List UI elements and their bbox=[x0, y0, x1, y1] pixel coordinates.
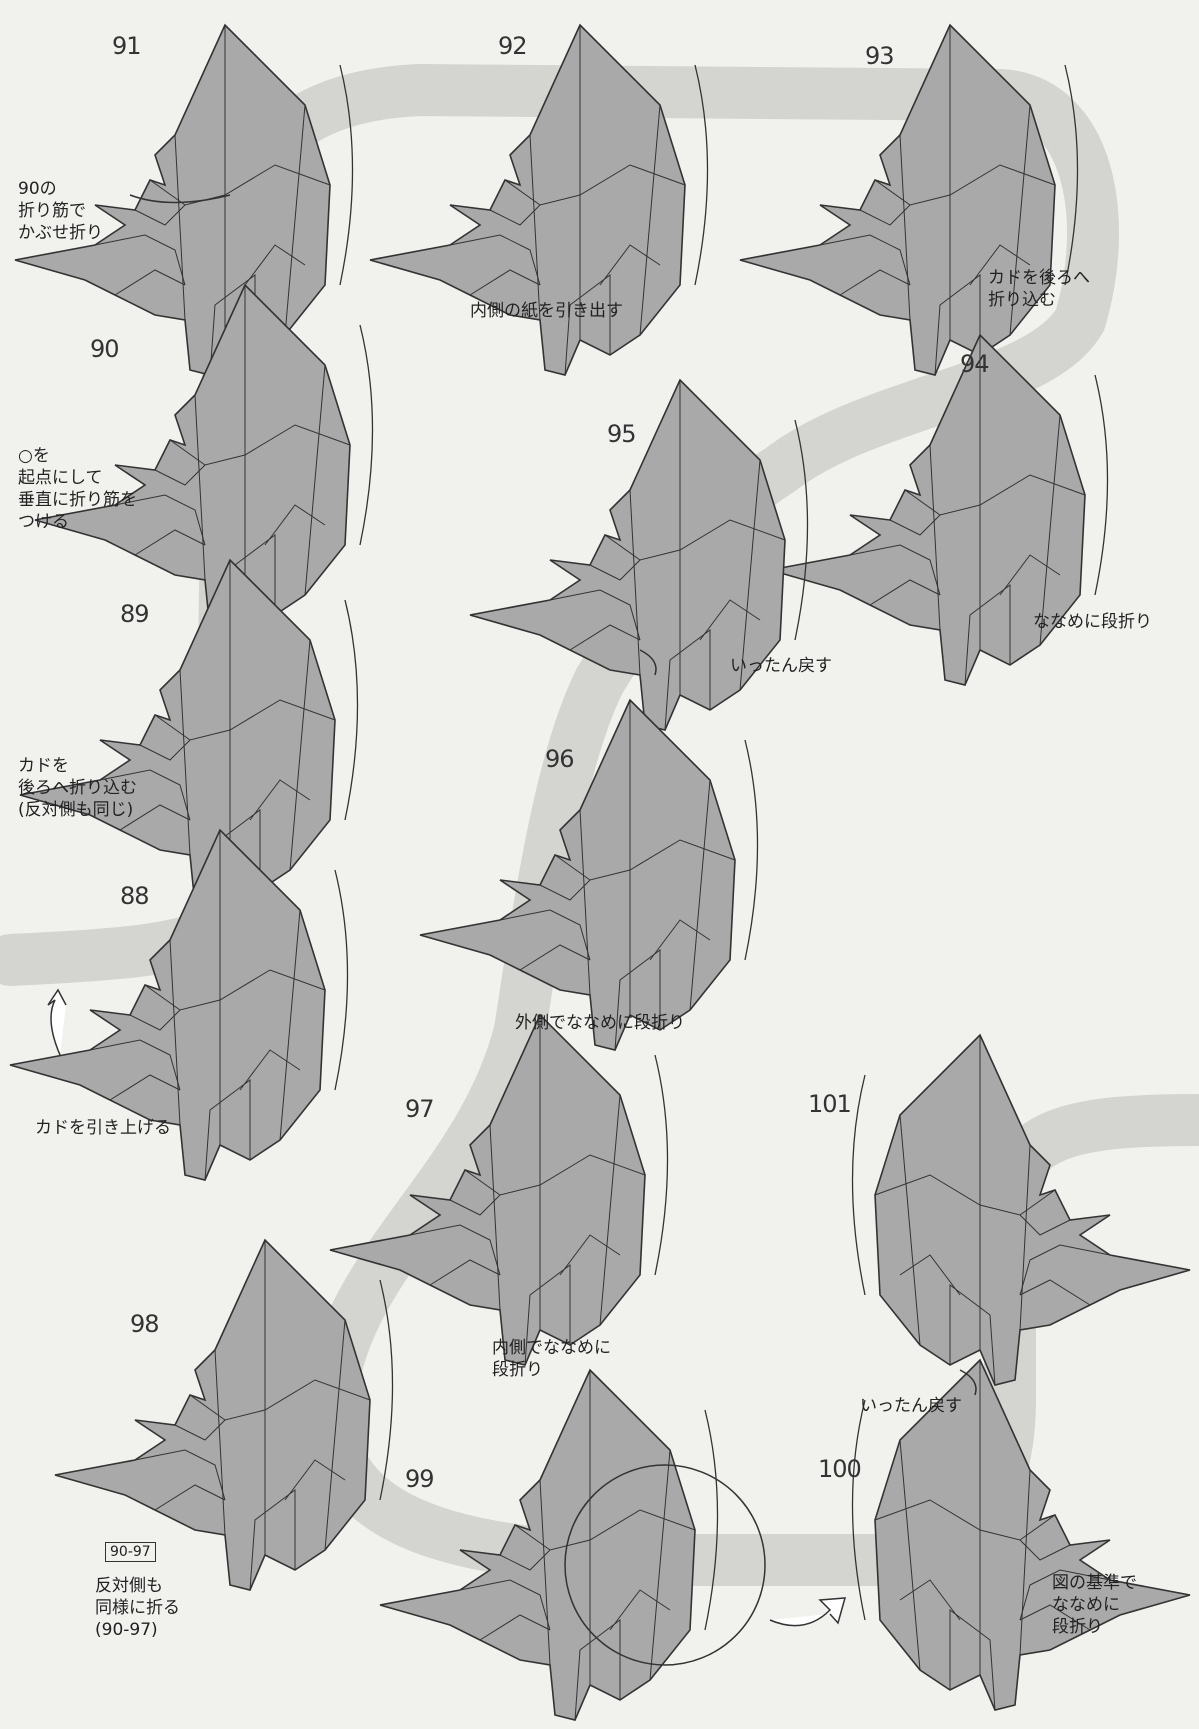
step-number: 88 bbox=[120, 882, 149, 910]
step-caption: 外側でななめに段折り bbox=[515, 1012, 685, 1034]
arrow-icon bbox=[48, 990, 66, 1055]
transition-arrow bbox=[770, 1598, 845, 1626]
step-89-diagram bbox=[20, 560, 358, 910]
step-number: 90 bbox=[90, 335, 119, 363]
step-caption: いったん戻す bbox=[730, 655, 832, 677]
step-caption: 内側の紙を引き出す bbox=[470, 300, 623, 322]
step-number: 94 bbox=[960, 350, 989, 378]
step-caption: 内側でななめに 段折り bbox=[492, 1337, 611, 1381]
step-number: 97 bbox=[405, 1095, 434, 1123]
step-number: 91 bbox=[112, 32, 141, 60]
step-caption: ○を 起点にして 垂直に折り筋を つける bbox=[18, 445, 137, 533]
step-number: 100 bbox=[818, 1455, 861, 1483]
step-caption: いったん戻す bbox=[860, 1395, 962, 1417]
step-number: 92 bbox=[498, 32, 527, 60]
step-caption: 反対側も 同様に折る (90-97) bbox=[95, 1575, 180, 1641]
step-number: 98 bbox=[130, 1310, 159, 1338]
step-number: 89 bbox=[120, 600, 149, 628]
step-range-tag: 90-97 bbox=[105, 1542, 156, 1562]
step-number: 101 bbox=[808, 1090, 851, 1118]
step-caption: ななめに段折り bbox=[1033, 611, 1152, 633]
step-95-diagram bbox=[470, 380, 808, 730]
step-number: 96 bbox=[545, 745, 574, 773]
step-number: 93 bbox=[865, 42, 894, 70]
step-caption: 90の 折り筋で かぶせ折り bbox=[18, 178, 103, 244]
step-number: 95 bbox=[607, 420, 636, 448]
step-caption: カドを後ろへ 折り込む bbox=[988, 267, 1090, 311]
step-caption: カドを引き上げる bbox=[35, 1117, 171, 1139]
step-caption: 図の基準で ななめに 段折り bbox=[1052, 1572, 1137, 1638]
step-number: 99 bbox=[405, 1465, 434, 1493]
step-caption: カドを 後ろへ折り込む (反対側も同じ) bbox=[18, 755, 137, 821]
